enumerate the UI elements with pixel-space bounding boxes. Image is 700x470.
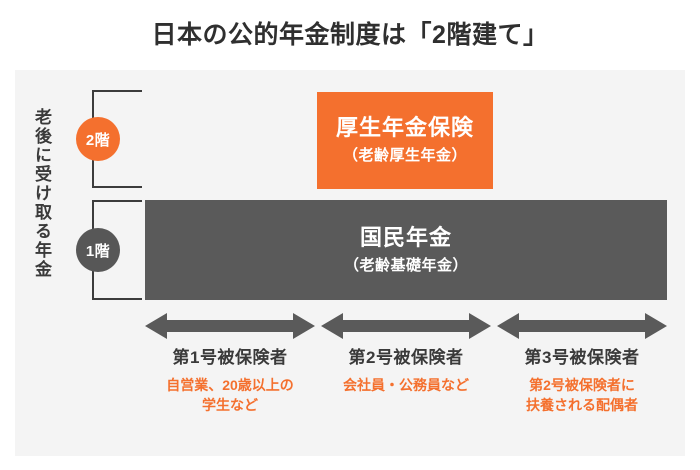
column-1-subtitle-line2: 学生など [202, 397, 258, 413]
tier-badge-2: 2階 [76, 117, 120, 161]
column-3-subtitle-line2: 扶養される配偶者 [526, 397, 638, 413]
column-1-subtitle: 自営業、20歳以上の 学生など [145, 375, 315, 415]
arrow-row [145, 312, 667, 340]
box-kokumin-subtitle: （老齢基礎年金） [343, 256, 468, 274]
vertical-side-label: 老後に受け取る年金 [32, 108, 51, 279]
tier-badge-1: 1階 [76, 228, 120, 272]
column-3-subtitle: 第2号被保険者に 扶養される配偶者 [497, 375, 667, 415]
column-2-title: 第2号被保険者 [348, 348, 464, 367]
arrow-category-2 [321, 312, 491, 340]
column-3-subtitle-line1: 第2号被保険者に [529, 377, 635, 393]
page-title: 日本の公的年金制度は「2階建て」 [151, 21, 549, 49]
box-kokumin-title: 国民年金 [359, 224, 452, 250]
column-1-title: 第1号被保険者 [172, 348, 288, 367]
column-category-2: 第2号被保険者 会社員・公務員など [321, 346, 491, 395]
box-kosei-nenkin: 厚生年金保険 （老齢厚生年金） [317, 92, 493, 189]
column-captions: 第1号被保険者 自営業、20歳以上の 学生など 第2号被保険者 会社員・公務員な… [145, 346, 667, 426]
box-kosei-title: 厚生年金保険 [335, 115, 474, 140]
column-2-subtitle-line1: 会社員・公務員など [343, 377, 469, 393]
arrow-category-1 [145, 312, 315, 340]
column-category-1: 第1号被保険者 自営業、20歳以上の 学生など [145, 346, 315, 415]
box-kokumin-nenkin: 国民年金 （老齢基礎年金） [145, 200, 667, 300]
column-1-subtitle-line1: 自営業、20歳以上の [166, 377, 294, 393]
box-kosei-subtitle: （老齢厚生年金） [342, 147, 467, 164]
column-3-title: 第3号被保険者 [524, 348, 640, 367]
arrow-category-3 [497, 312, 667, 340]
column-2-subtitle: 会社員・公務員など [321, 375, 491, 395]
column-category-3: 第3号被保険者 第2号被保険者に 扶養される配偶者 [497, 346, 667, 415]
